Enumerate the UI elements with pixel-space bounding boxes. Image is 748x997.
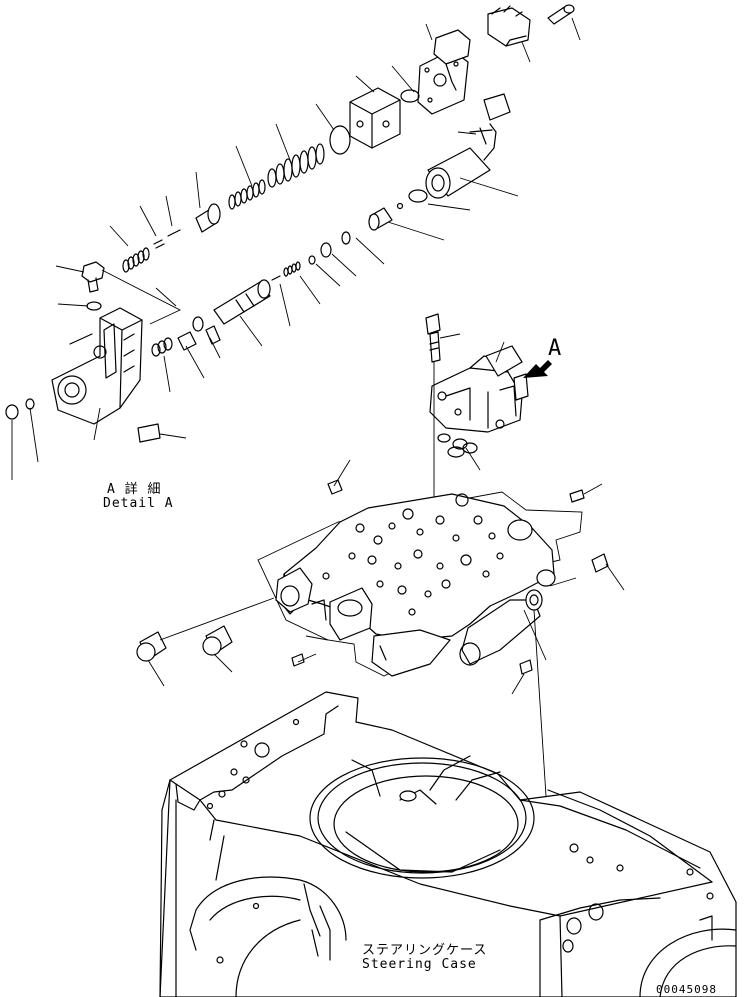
steering-case-label-jp: ステアリングケース [362, 943, 488, 958]
small-bolt [547, 4, 575, 25]
valve-spool [213, 279, 271, 325]
steering-case-label-en: Steering Case [362, 957, 477, 972]
fitting [368, 207, 393, 231]
solenoid-valve-assembly [425, 313, 552, 640]
o-ring-small [86, 301, 102, 311]
pin-2 [271, 275, 281, 281]
plug-small [5, 404, 19, 420]
leader-valve [495, 341, 505, 363]
detail-a-exploded-parts [5, 4, 581, 480]
o-ring-2 [329, 125, 351, 155]
orifice [25, 398, 35, 410]
leader-bolt-detail [155, 287, 177, 307]
small-spring-left [122, 247, 150, 273]
steering-case [159, 691, 737, 997]
main-valve-block [136, 459, 625, 797]
valve-assembly-body [429, 345, 529, 433]
leader-lines-detail [11, 17, 581, 480]
nameplate [137, 423, 161, 443]
view-arrow-a [523, 360, 552, 378]
o-ring-1 [400, 89, 420, 103]
ball-1 [153, 239, 165, 249]
leader-lines-main [147, 459, 625, 797]
solenoid-bracket [417, 29, 471, 115]
sleeve [320, 242, 332, 258]
spring-seat [195, 203, 221, 233]
solenoid-coil [425, 93, 511, 199]
check-valve-parts [151, 316, 221, 357]
o-ring-set [437, 433, 478, 458]
valve-body [51, 307, 143, 425]
small-spring-right [283, 261, 301, 277]
view-marker-a: A [548, 336, 563, 361]
drawing-number: 00045098 [656, 983, 717, 996]
block-bolts [291, 479, 609, 675]
medium-spring [228, 179, 266, 210]
ball-2 [396, 202, 404, 210]
long-bolt [425, 313, 461, 363]
o-ring-3 [408, 189, 428, 203]
leader-o-rings [465, 447, 481, 471]
connector-plug [487, 5, 531, 47]
detail-label-en: Detail A [103, 496, 174, 511]
o-ring-4 [341, 231, 351, 245]
ring-small [308, 255, 316, 265]
detail-label-jp: A 詳 細 [107, 482, 162, 497]
port-holes [322, 493, 504, 616]
square-block [349, 87, 401, 149]
large-spring [267, 143, 325, 188]
pin-1 [167, 229, 181, 237]
plug-bolt [81, 261, 105, 293]
rubber-plugs [136, 625, 233, 662]
